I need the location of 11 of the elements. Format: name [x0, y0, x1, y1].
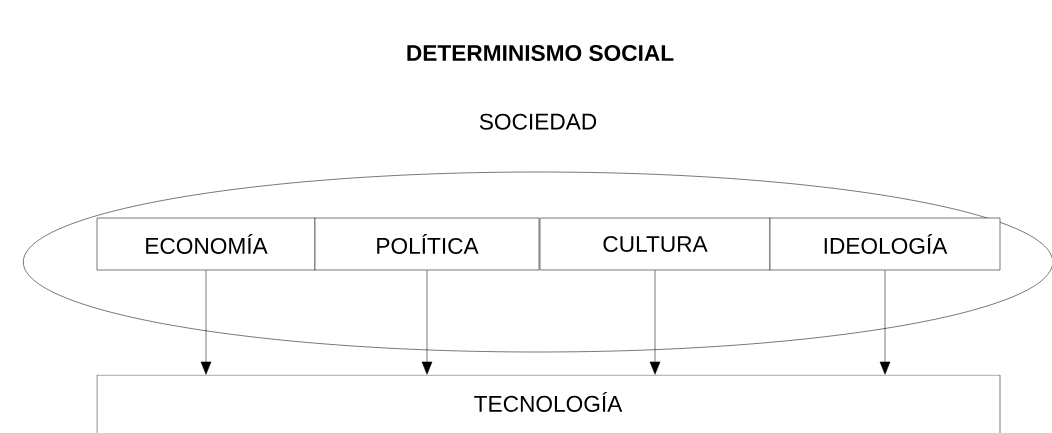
arrow — [879, 270, 891, 375]
result-box: TECNOLOGÍA — [96, 374, 1001, 433]
title: DETERMINISMO SOCIAL — [407, 45, 674, 62]
arrow — [649, 270, 661, 375]
category-box: IDEOLOGÍA — [769, 217, 1001, 271]
category-box: POLÍTICA — [314, 217, 540, 271]
arrow — [421, 270, 433, 375]
category-box: CULTURA — [539, 217, 771, 271]
category-box: ECONOMÍA — [96, 217, 316, 271]
arrow — [200, 270, 212, 375]
node-label: SOCIEDAD — [479, 113, 597, 130]
